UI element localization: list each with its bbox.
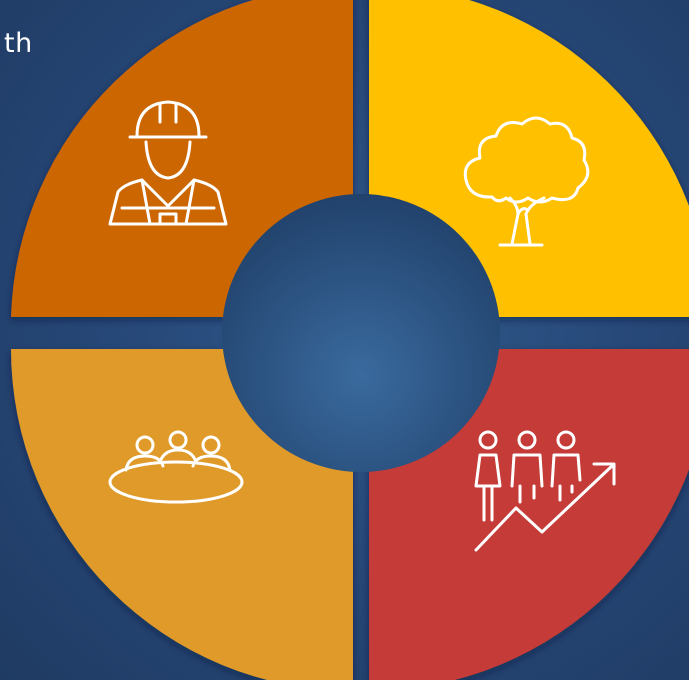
tree-icon <box>463 116 590 247</box>
meeting-table-icon <box>108 430 244 504</box>
construction-worker-icon <box>108 100 228 226</box>
people-growth-icon <box>474 430 616 552</box>
ring-center-hole <box>222 194 500 472</box>
slide-text-fragment: th <box>4 28 33 59</box>
